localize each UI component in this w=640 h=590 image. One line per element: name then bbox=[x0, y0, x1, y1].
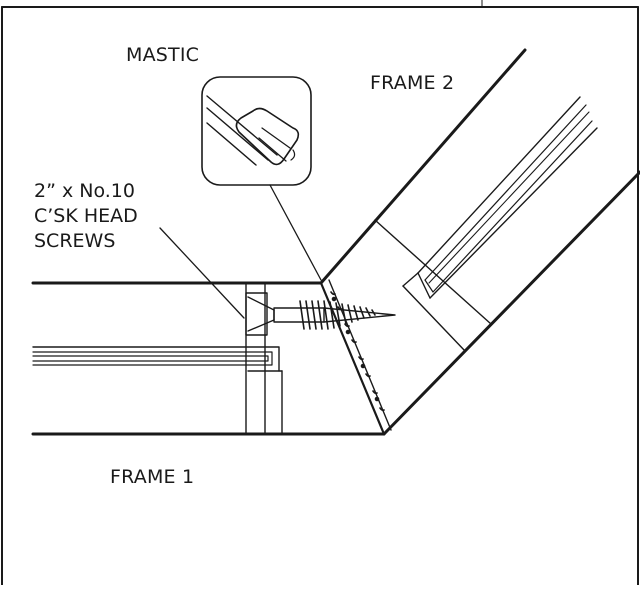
frame-2 bbox=[319, 48, 640, 436]
screw-callout-leader bbox=[159, 227, 245, 319]
frame-1 bbox=[31, 281, 386, 436]
label-frame-2: FRAME 2 bbox=[370, 72, 455, 94]
label-screws-line-1: 2” x No.10 bbox=[34, 180, 135, 202]
label-screws: 2” x No.10 C’SK HEAD SCREWS bbox=[34, 179, 138, 254]
label-mastic: MASTIC bbox=[126, 44, 200, 66]
mitre-joint bbox=[319, 279, 392, 436]
mastic-callout bbox=[201, 76, 322, 281]
screw bbox=[245, 292, 396, 336]
label-frame-1: FRAME 1 bbox=[110, 466, 195, 488]
label-screws-line-3: SCREWS bbox=[34, 230, 116, 252]
label-screws-line-2: C’SK HEAD bbox=[34, 205, 138, 227]
